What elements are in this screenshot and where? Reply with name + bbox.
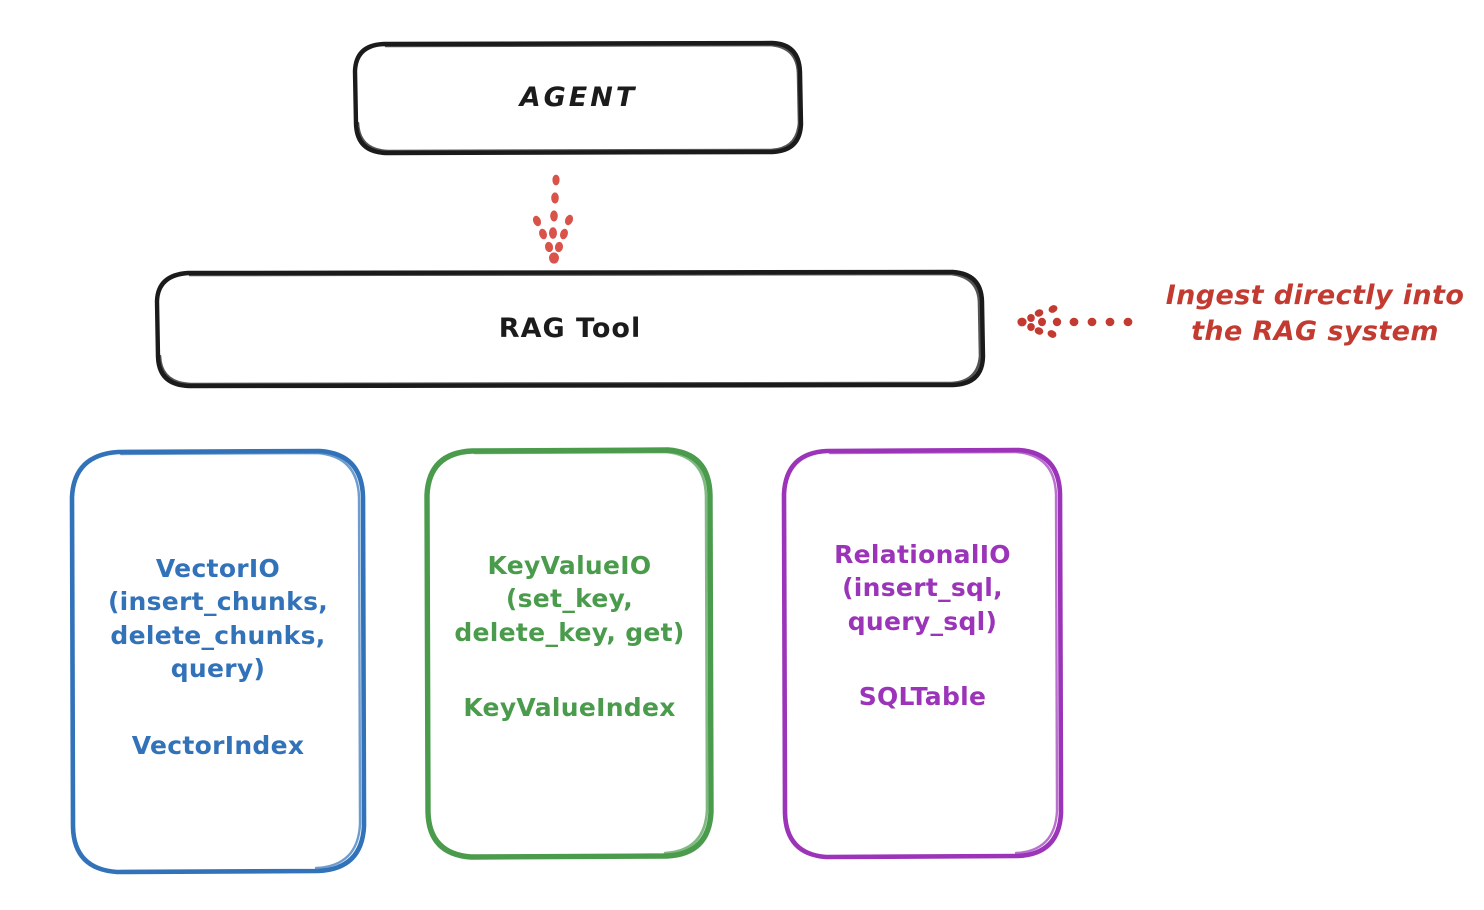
vectorio-title: VectorIO (insert_chunks, delete_chunks, … xyxy=(107,554,329,683)
ingest-to-rag-arrow xyxy=(1017,305,1133,338)
ingest-annotation-label: Ingest directly into the RAG system xyxy=(1165,280,1465,348)
agent-to-rag-arrow xyxy=(532,174,574,264)
agent-label: AGENT xyxy=(519,81,638,113)
keyvalueio-index: KeyValueIndex xyxy=(463,692,676,722)
provider-card-keyvalueio[interactable]: KeyValueIO (set_key, delete_key, get) Ke… xyxy=(428,450,711,857)
rag-tool-node[interactable]: RAG Tool xyxy=(157,272,983,387)
keyvalueio-title: KeyValueIO (set_key, delete_key, get) xyxy=(454,551,685,647)
agent-node[interactable]: AGENT xyxy=(355,42,802,154)
rag-tool-label: RAG Tool xyxy=(498,313,642,345)
relationalio-index: SQLTable xyxy=(858,681,987,711)
provider-card-relationalio[interactable]: RelationalIO (insert_sql, query_sql) SQL… xyxy=(785,450,1060,857)
relationalio-title: RelationalIO (insert_sql, query_sql) xyxy=(834,540,1011,636)
provider-card-vectorio[interactable]: VectorIO (insert_chunks, delete_chunks, … xyxy=(72,450,364,872)
vectorio-index: VectorIndex xyxy=(131,731,305,760)
